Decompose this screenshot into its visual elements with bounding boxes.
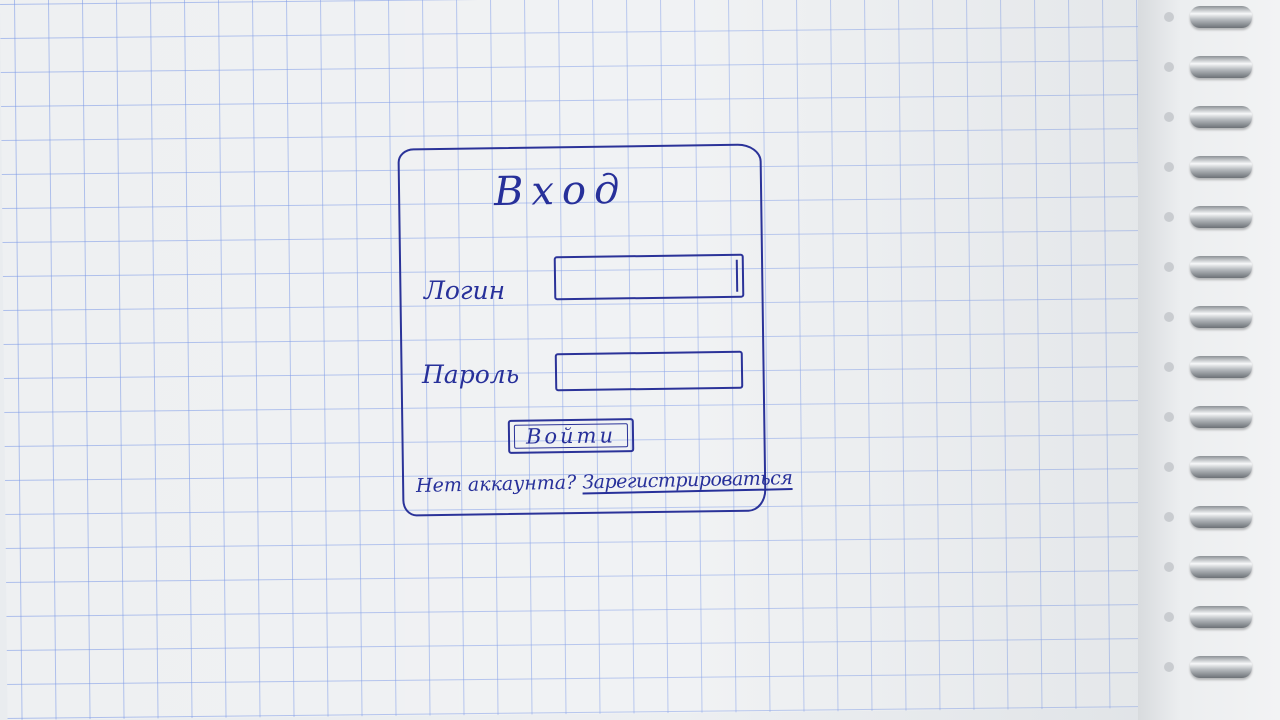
password-label: Пароль bbox=[422, 360, 520, 389]
spiral-coil bbox=[1190, 206, 1252, 228]
spiral-coil bbox=[1190, 356, 1252, 378]
login-button[interactable]: Войти bbox=[507, 418, 635, 454]
binding-hole bbox=[1164, 562, 1174, 572]
spiral-coil bbox=[1190, 106, 1252, 128]
spiral-coil bbox=[1190, 506, 1252, 528]
no-account-text: Нет аккаунта? bbox=[415, 471, 577, 497]
binding-hole bbox=[1164, 212, 1174, 222]
login-input-edge bbox=[735, 259, 739, 292]
password-input[interactable] bbox=[554, 350, 744, 392]
spiral-coil bbox=[1190, 606, 1252, 628]
page-title: Вход bbox=[493, 166, 628, 216]
login-button-label: Войти bbox=[525, 423, 617, 449]
binding-hole bbox=[1164, 462, 1174, 472]
spiral-coil bbox=[1190, 556, 1252, 578]
binding-hole bbox=[1164, 362, 1174, 372]
spiral-coil bbox=[1190, 256, 1252, 278]
binding-hole bbox=[1164, 62, 1174, 72]
binding-hole bbox=[1164, 262, 1174, 272]
spiral-coil bbox=[1190, 156, 1252, 178]
spiral-coil bbox=[1190, 456, 1252, 478]
binding-hole bbox=[1164, 112, 1174, 122]
spiral-coil bbox=[1190, 306, 1252, 328]
spiral-coil bbox=[1190, 656, 1252, 678]
binding-hole bbox=[1164, 412, 1174, 422]
binding-hole bbox=[1164, 312, 1174, 322]
spiral-coil bbox=[1190, 406, 1252, 428]
binding-hole bbox=[1164, 512, 1174, 522]
binding-hole bbox=[1164, 612, 1174, 622]
binding-hole bbox=[1164, 12, 1174, 22]
spiral-coil bbox=[1190, 56, 1252, 78]
binding-hole bbox=[1164, 162, 1174, 172]
login-input[interactable] bbox=[553, 253, 745, 301]
register-link[interactable]: Зарегистрироваться bbox=[582, 467, 793, 494]
spiral-binding bbox=[1190, 0, 1260, 720]
spiral-coil bbox=[1190, 6, 1252, 28]
login-label: Логин bbox=[424, 276, 506, 305]
binding-hole bbox=[1164, 662, 1174, 672]
